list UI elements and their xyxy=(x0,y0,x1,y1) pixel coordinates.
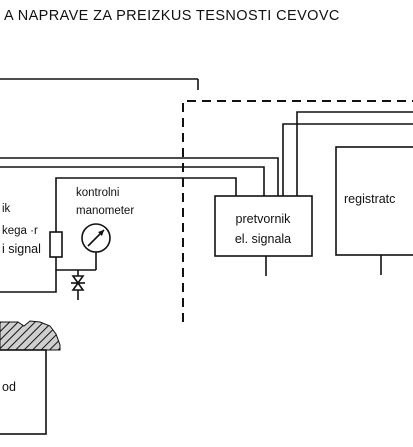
gauge-label-2: manometer xyxy=(76,205,134,217)
signal-line-right-2 xyxy=(296,111,413,196)
recorder-box xyxy=(335,146,413,256)
hatched-soil xyxy=(0,320,61,351)
left-label-3: i signal xyxy=(2,242,41,256)
signal-line-right-1 xyxy=(282,123,413,196)
transducer-body xyxy=(49,231,63,258)
converter-label-2: el. signala xyxy=(235,232,291,246)
left-label-1: ik xyxy=(2,203,11,215)
valve-icon xyxy=(71,270,85,300)
left-label-2: kega ·r xyxy=(2,225,38,237)
converter-label-1: pretvornik xyxy=(236,212,292,226)
bottom-left-label: od xyxy=(2,380,16,394)
pressure-gauge-icon xyxy=(81,223,111,270)
bottom-left-box xyxy=(0,349,47,435)
diagram-title: A NAPRAVE ZA PREIZKUS TESNOSTI CEVOVC xyxy=(4,8,340,24)
recorder-label: registratc xyxy=(344,192,395,206)
pressure-line xyxy=(0,269,96,293)
converter-box xyxy=(214,195,313,257)
signal-line-mid xyxy=(0,166,265,196)
gauge-to-converter-line xyxy=(55,177,237,232)
signal-line-mid-2 xyxy=(0,157,279,196)
gauge-label-1: kontrolni xyxy=(76,187,119,199)
